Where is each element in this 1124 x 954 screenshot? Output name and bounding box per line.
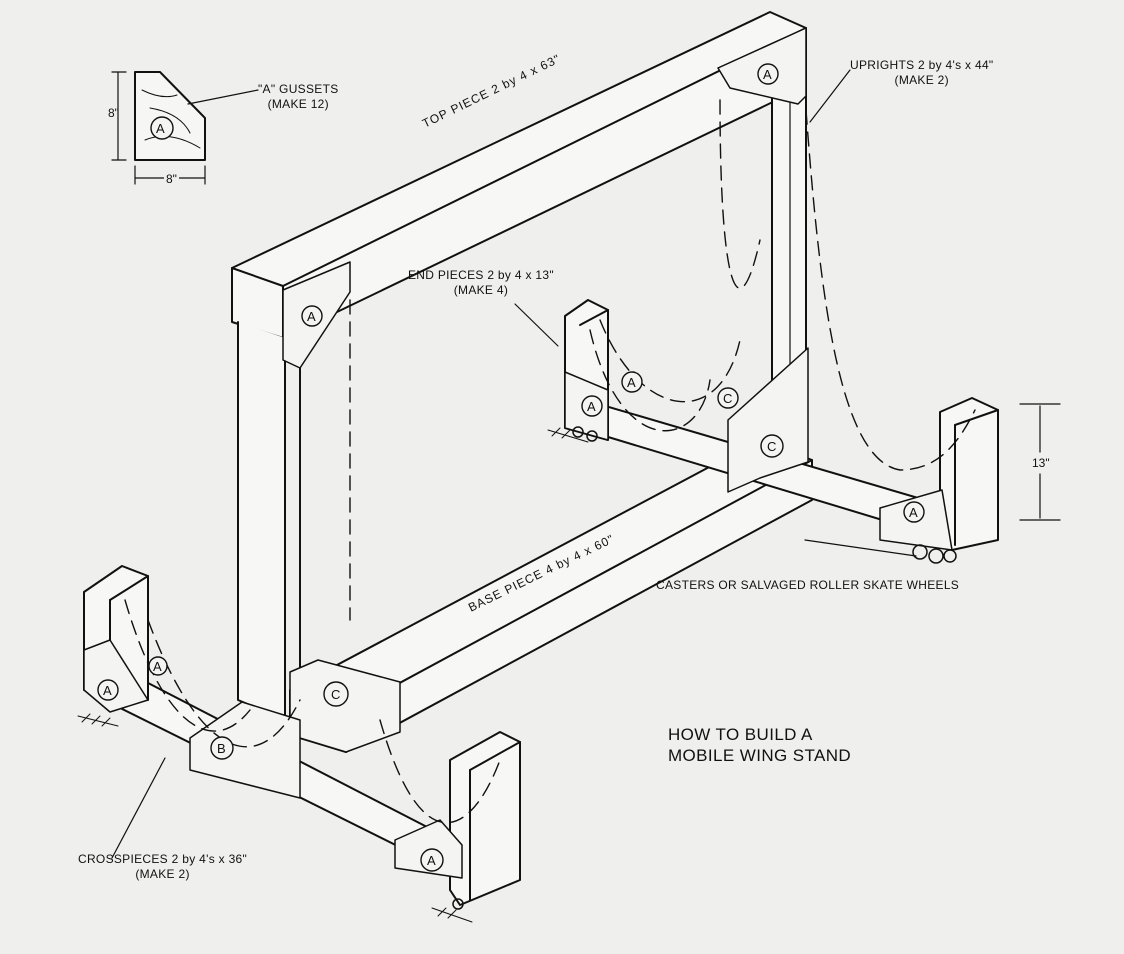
upright-back bbox=[771, 85, 807, 411]
end-pieces-label: END PIECES 2 by 4 x 13" (MAKE 4) bbox=[408, 268, 554, 298]
gusset-marker-top-left: A bbox=[307, 309, 316, 324]
gusset-marker-b: B bbox=[217, 741, 226, 756]
crosspieces-label-line1: CROSSPIECES 2 by 4's x 36" bbox=[78, 852, 248, 866]
diagram-title: HOW TO BUILD A MOBILE WING STAND bbox=[668, 724, 851, 766]
gusset-detail bbox=[111, 71, 259, 185]
gusset-marker-back-right: A bbox=[909, 505, 918, 520]
end-pieces-label-line2: (MAKE 4) bbox=[453, 283, 509, 297]
gusset-marker-back-end-2: A bbox=[627, 375, 636, 390]
upright-front bbox=[237, 321, 301, 721]
gusset-marker-top-right: A bbox=[763, 67, 772, 82]
uprights-label-line2: (MAKE 2) bbox=[894, 73, 949, 87]
gusset-width-dim: 8" bbox=[164, 172, 179, 186]
caster-wheels bbox=[452, 426, 957, 910]
gussets-label-line1: "A" GUSSETS bbox=[258, 82, 339, 96]
end-height-dimension bbox=[1019, 403, 1061, 521]
leader-lines bbox=[111, 69, 917, 859]
diagram-title-line2: MOBILE WING STAND bbox=[668, 746, 852, 765]
crosspieces-label: CROSSPIECES 2 by 4's x 36" (MAKE 2) bbox=[78, 852, 247, 882]
crosspieces-label-line2: (MAKE 2) bbox=[135, 867, 190, 881]
gussets-label: "A" GUSSETS (MAKE 12) bbox=[258, 82, 339, 112]
gusset-marker-back-c: C bbox=[723, 391, 733, 406]
end-piece-front-right bbox=[449, 731, 521, 906]
gussets-label-line2: (MAKE 12) bbox=[267, 97, 329, 111]
gusset-marker-base-left-c: C bbox=[331, 687, 341, 702]
end-pieces-label-line1: END PIECES 2 by 4 x 13" bbox=[408, 268, 554, 282]
diagram-title-line1: HOW TO BUILD A bbox=[668, 725, 813, 744]
gusset-marker-detail: A bbox=[156, 121, 165, 136]
uprights-label: UPRIGHTS 2 by 4's x 44" (MAKE 2) bbox=[850, 58, 994, 88]
gusset-marker-front-right: A bbox=[427, 853, 436, 868]
end-height-dim: 13" bbox=[1032, 456, 1050, 470]
gusset-marker-front-left-1: A bbox=[103, 683, 112, 698]
uprights-label-line1: UPRIGHTS 2 by 4's x 44" bbox=[850, 58, 994, 72]
gusset-markers bbox=[97, 63, 925, 872]
ground-hatching bbox=[77, 427, 589, 923]
gusset-marker-base-right-c: C bbox=[767, 439, 777, 454]
gusset-marker-front-left-2: A bbox=[153, 659, 162, 674]
wing-outline-dashed bbox=[124, 99, 976, 824]
gusset-height-dim: 8" bbox=[108, 106, 119, 120]
gusset-marker-back-end-1: A bbox=[587, 399, 596, 414]
casters-label: CASTERS OR SALVAGED ROLLER SKATE WHEELS bbox=[656, 578, 960, 592]
